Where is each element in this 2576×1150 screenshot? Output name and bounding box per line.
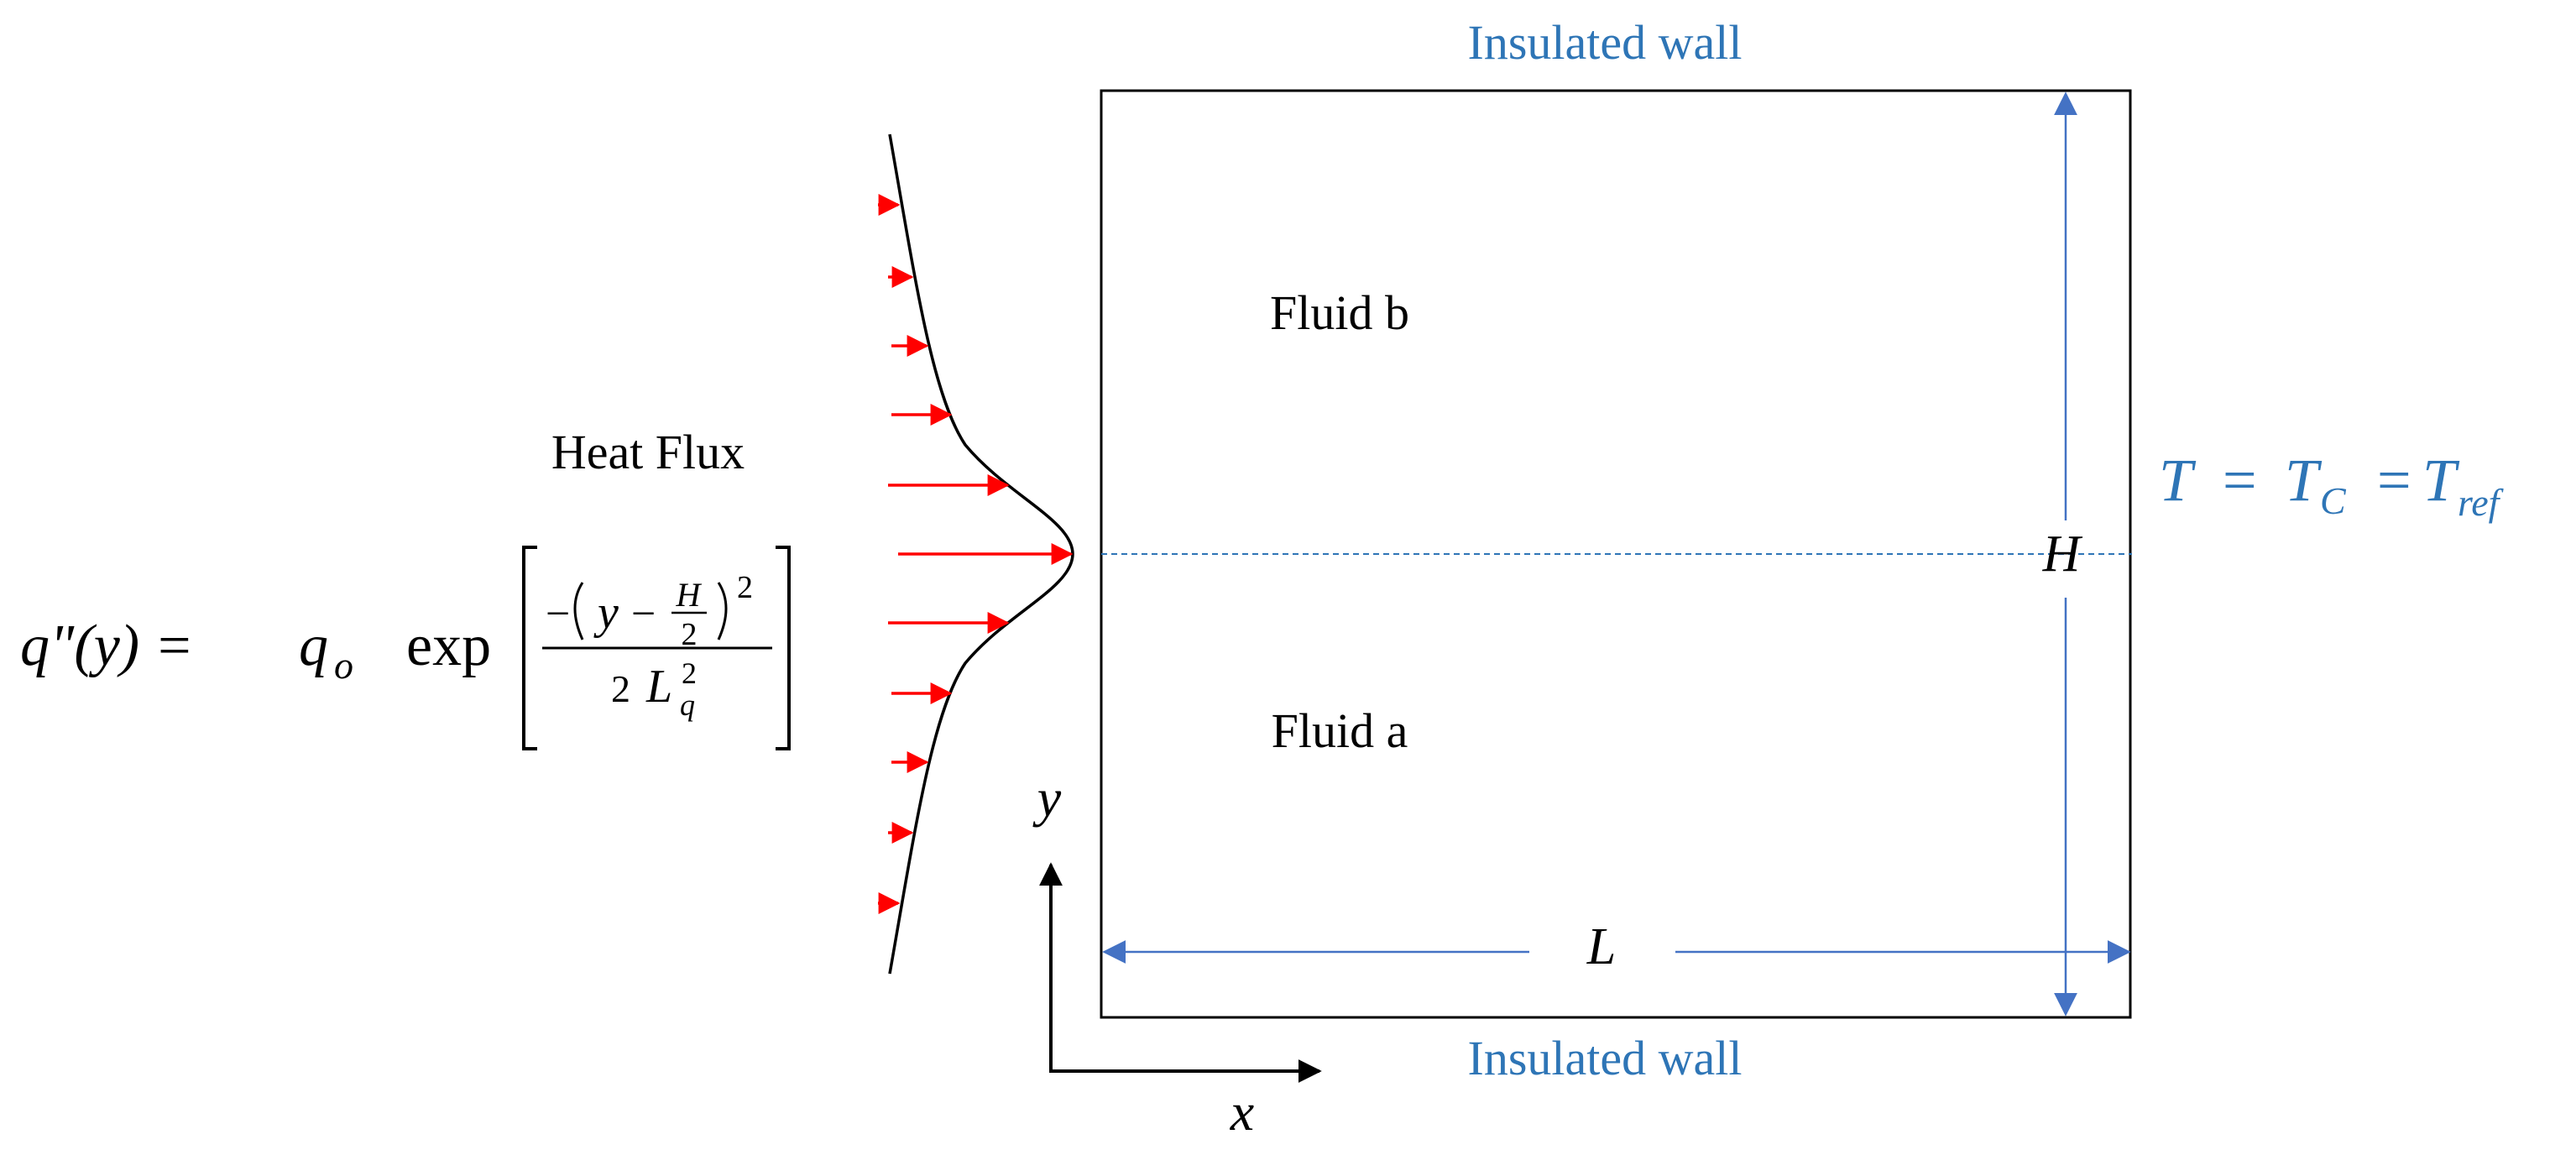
svg-text:q: q (680, 688, 695, 722)
flux-arrows (878, 194, 1074, 914)
svg-text:H: H (676, 576, 703, 614)
svg-text:T: T (2159, 447, 2197, 514)
svg-text:2: 2 (682, 656, 697, 690)
top-wall-label: Insulated wall (1468, 15, 1743, 70)
svg-text:C: C (2320, 479, 2347, 522)
svg-text:q"(y) =: q"(y) = (20, 614, 194, 678)
svg-text:−: − (631, 590, 656, 638)
fluid-a-label: Fluid a (1272, 703, 1408, 758)
heat-flux-label: Heat Flux (551, 425, 745, 479)
svg-text:−: − (546, 590, 570, 638)
bottom-wall-label: Insulated wall (1468, 1031, 1743, 1085)
heat-flux-equation: q"(y) = q o exp − y − H 2 2 2 L 2 q (20, 546, 791, 750)
svg-text:ref: ref (2458, 481, 2505, 524)
svg-text:y: y (593, 587, 619, 639)
svg-text:2: 2 (737, 570, 753, 605)
svg-text:2: 2 (682, 617, 698, 652)
boundary-condition: T = T C = T ref (2159, 447, 2505, 524)
svg-text:o: o (334, 644, 353, 687)
svg-text:T: T (2422, 447, 2460, 514)
y-axis-label: y (1032, 768, 1062, 828)
svg-text:T: T (2285, 447, 2323, 514)
svg-text:=: = (2377, 447, 2411, 514)
svg-text:exp: exp (406, 614, 491, 678)
fluid-b-label: Fluid b (1270, 285, 1409, 340)
svg-text:L: L (645, 661, 672, 713)
length-label: L (1586, 918, 1616, 975)
svg-text:=: = (2223, 447, 2257, 514)
svg-text:2: 2 (611, 667, 630, 710)
svg-text:q: q (299, 614, 328, 678)
height-label: H (2042, 525, 2083, 583)
x-axis-label: x (1230, 1082, 1254, 1142)
